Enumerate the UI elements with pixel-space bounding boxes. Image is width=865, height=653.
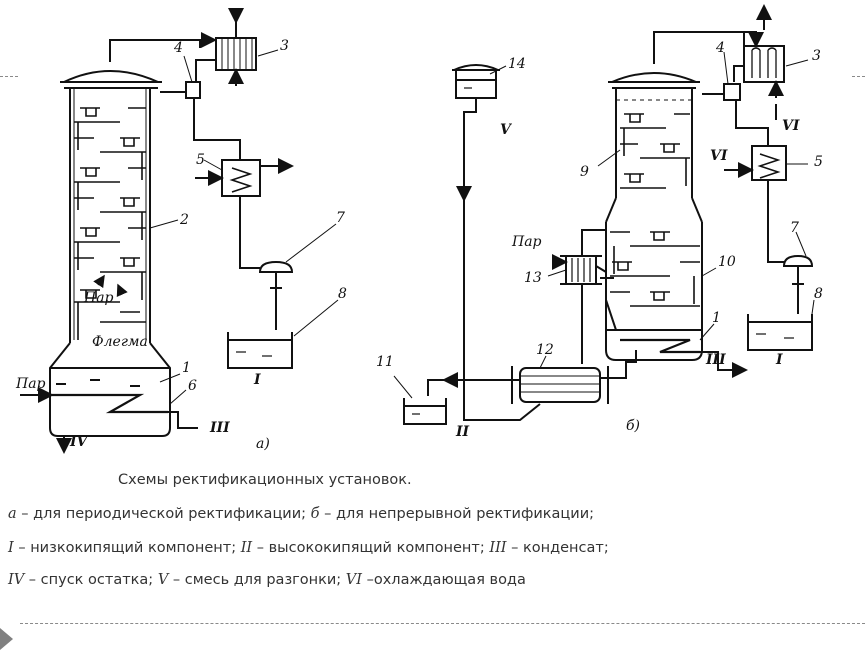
column-a	[20, 70, 198, 454]
caption-text: – низкокипящий компонент;	[13, 540, 241, 556]
label-b-9: 9	[580, 164, 589, 180]
label-a-1: 1	[182, 360, 191, 376]
label-b-10: 10	[718, 254, 736, 270]
caption-text: – для непрерывной ректификации;	[319, 506, 595, 522]
label-a-5: 5	[196, 152, 205, 168]
caption-text: –охлаждающая вода	[362, 572, 526, 588]
cooler-b	[724, 145, 787, 181]
label-b-3: 3	[812, 48, 821, 64]
label-a-8: 8	[338, 286, 347, 302]
caption-text: – высококипящий компонент;	[252, 540, 490, 556]
label-b-5: 5	[814, 154, 823, 170]
label-b-13: 13	[524, 270, 542, 286]
caption-sym: I	[8, 540, 14, 556]
caption-sym: IV	[8, 572, 25, 588]
label-b-III: III	[705, 352, 726, 368]
caption-sym: VI	[345, 572, 362, 588]
label-b-1: 1	[712, 310, 721, 326]
label-b-V: V	[500, 122, 513, 138]
caption-text: – спуск остатка;	[24, 572, 158, 588]
heater-b	[552, 229, 617, 364]
exchanger-b	[427, 350, 637, 404]
caption-sym: II	[240, 540, 253, 556]
label-b-steam: Пар	[511, 234, 542, 250]
label-a-IV: IV	[69, 434, 90, 450]
label-b-4: 4	[715, 40, 725, 56]
caption-text: – смесь для разгонки;	[168, 572, 346, 588]
label-a-panel: а)	[256, 436, 270, 452]
label-a-steam-inner: Пар	[83, 290, 114, 306]
label-b-panel: б)	[626, 418, 640, 434]
label-a-reflux: Флегма	[92, 334, 148, 350]
caption-sym: а	[8, 506, 17, 522]
condenser-b	[743, 4, 785, 120]
label-b-8: 8	[814, 286, 823, 302]
label-b-11: 11	[376, 354, 394, 370]
caption-title: Схемы ректификационных установок.	[118, 472, 412, 488]
caption-sym: V	[157, 572, 169, 588]
top-divider-left	[0, 76, 18, 77]
caption-text: – конденсат;	[506, 540, 609, 556]
condenser-a	[215, 8, 257, 86]
label-a-6: 6	[188, 378, 197, 394]
label-a-steam: Пар	[15, 376, 46, 392]
label-a-I: I	[253, 372, 261, 388]
label-a-7: 7	[336, 210, 345, 226]
caption-sym: III	[489, 540, 507, 556]
label-b-7: 7	[790, 220, 799, 236]
caption-sym: б	[310, 506, 320, 522]
label-b-14: 14	[508, 56, 526, 72]
rectification-diagram: 4 3 5 2 7 Пар 8 Флегма 1 I Пар 6 III IV …	[15, 4, 823, 454]
cooler-a	[195, 158, 294, 197]
label-b-I: I	[775, 352, 783, 368]
caption-line-2: I – низкокипящий компонент; II – высокок…	[8, 540, 609, 556]
label-a-2: 2	[179, 212, 189, 228]
label-b-VI-left: VI	[710, 148, 728, 164]
label-a-4: 4	[173, 40, 183, 56]
label-b-12: 12	[536, 342, 554, 358]
top-divider-right	[852, 76, 865, 77]
caption-line-3: IV – спуск остатка; V – смесь для разгон…	[8, 572, 526, 588]
feed-tank-b	[452, 64, 500, 99]
label-b-II: II	[455, 424, 470, 440]
caption-line-1: а – для периодической ректификации; б – …	[8, 506, 594, 522]
label-b-VI-top: VI	[782, 118, 800, 134]
label-a-3: 3	[280, 38, 289, 54]
bottom-divider	[20, 623, 865, 624]
caption-text: – для периодической ректификации;	[16, 506, 311, 522]
play-triangle-icon[interactable]	[0, 628, 13, 650]
column-b	[605, 72, 748, 378]
label-a-III: III	[209, 420, 230, 436]
